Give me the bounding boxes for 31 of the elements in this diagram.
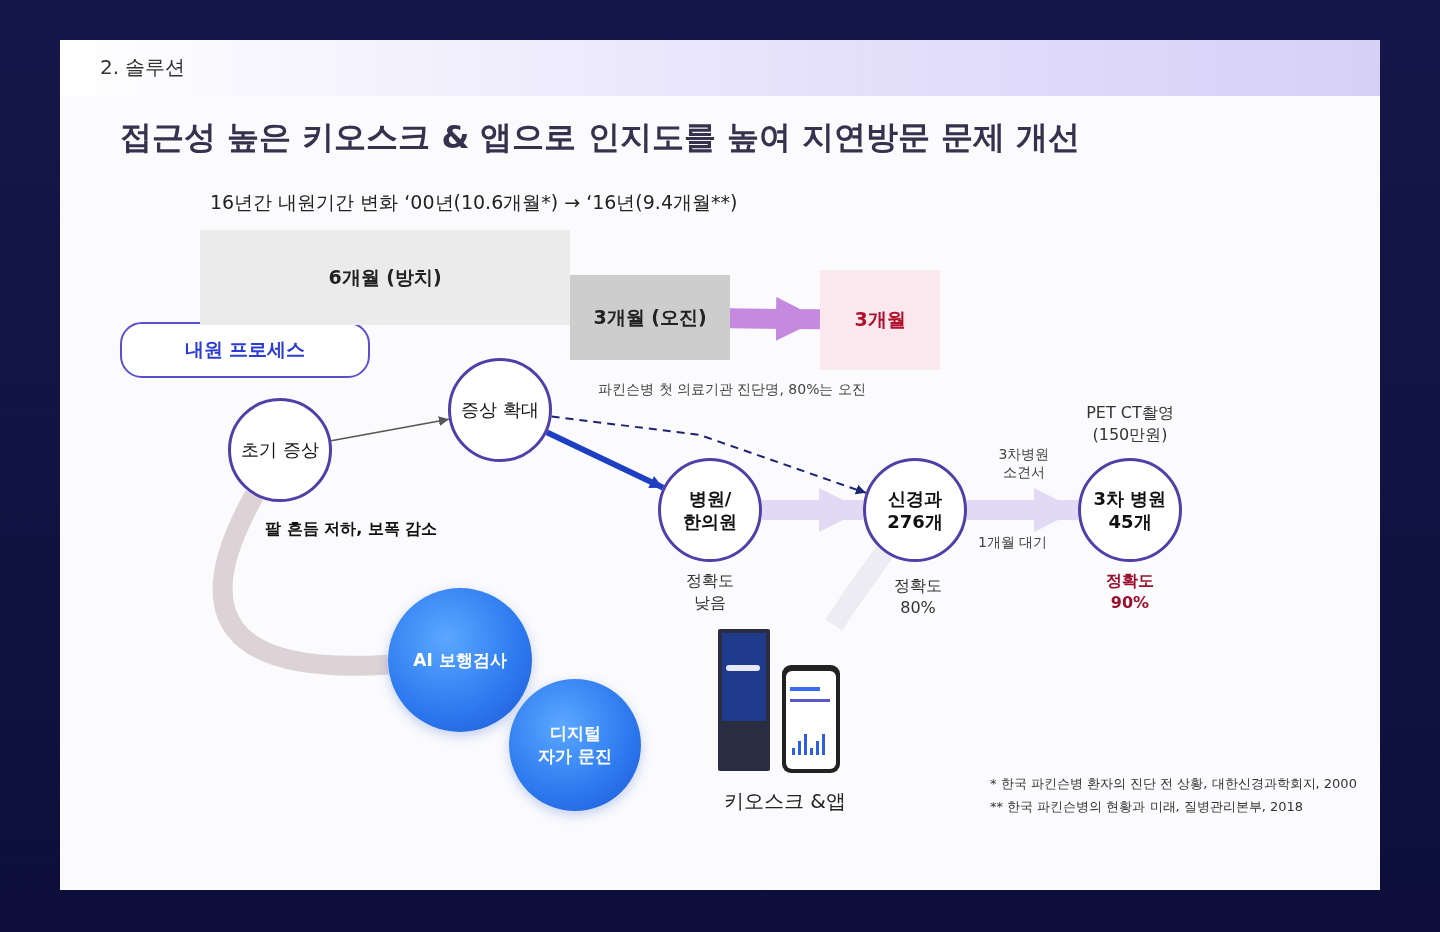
step-circle: 초기 증상 (228, 398, 332, 502)
node-caption: PET CT촬영 (150만원) (1085, 402, 1175, 446)
note-text: 1개월 대기 (978, 534, 1048, 552)
step-circle: 증상 확대 (448, 358, 552, 462)
feature-circle: 디지털 자가 문진 (509, 679, 641, 811)
arrow (762, 488, 863, 532)
node-caption: 정확도 낮음 (685, 570, 735, 614)
duration-block: 3개월 (오진) (570, 275, 730, 360)
arrow (330, 416, 450, 442)
arrow (967, 488, 1078, 532)
footnote: * 한국 파킨슨병 환자의 진단 전 상황, 대한신경과학회지, 2000 (990, 775, 1357, 793)
arrow (550, 415, 867, 495)
step-circle: 신경과 276개 (863, 458, 967, 562)
slide-title: 접근성 높은 키오스크 & 앱으로 인지도를 높여 지연방문 문제 개선 (120, 117, 1081, 158)
process-tag: 내원 프로세스 (120, 322, 370, 378)
arrow (545, 429, 665, 491)
step-circle: 병원/ 한의원 (658, 458, 762, 562)
node-caption: 정확도 80% (893, 575, 943, 619)
node-caption: 키오스크 &앱 (723, 788, 847, 815)
footnote: ** 한국 파킨슨병의 현황과 미래, 질병관리본부, 2018 (990, 798, 1304, 816)
section-heading: 2. 솔루션 (100, 54, 186, 81)
feature-circle: AI 보행검사 (388, 588, 532, 732)
node-caption: 정확도 90% (1105, 570, 1155, 614)
connector-line (212, 490, 389, 676)
connector-line (825, 546, 893, 631)
node-caption: 팔 흔듬 저하, 보폭 감소 (265, 518, 439, 540)
arrow (729, 296, 821, 341)
duration-block: 6개월 (방치) (200, 230, 570, 325)
step-circle: 3차 병원 45개 (1078, 458, 1182, 562)
note-text: 16년간 내원기간 변화 ‘00년(10.6개월*) → ‘16년(9.4개월**) (210, 190, 738, 215)
duration-block: 3개월 (820, 270, 940, 370)
